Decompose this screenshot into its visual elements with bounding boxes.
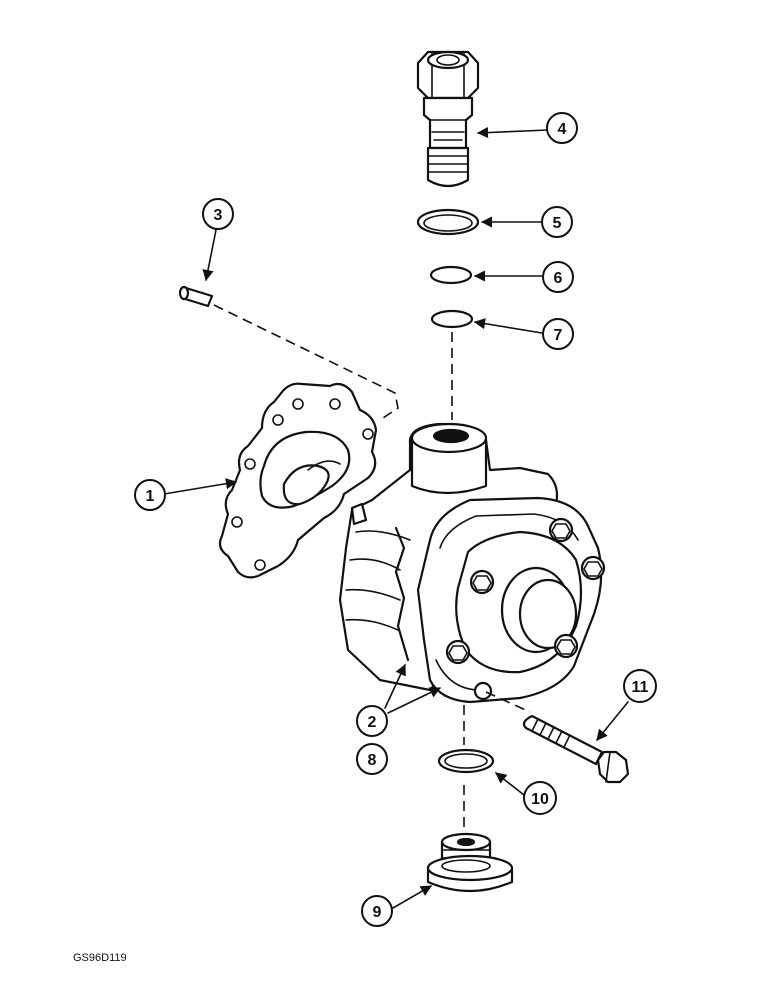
svg-text:1: 1 bbox=[146, 488, 155, 505]
backup-ring bbox=[429, 265, 473, 285]
svg-text:3: 3 bbox=[214, 207, 223, 224]
callout-11: 11 bbox=[623, 669, 657, 703]
bolt-alignment-line bbox=[485, 691, 531, 713]
callout-5: 5 bbox=[541, 206, 573, 238]
svg-text:11: 11 bbox=[632, 679, 649, 696]
cover-bolt-heads bbox=[445, 517, 606, 701]
callout-9: 9 bbox=[361, 895, 393, 927]
drain-o-ring bbox=[437, 748, 495, 774]
svg-text:9: 9 bbox=[373, 904, 382, 921]
leader-lines bbox=[163, 126, 629, 909]
hydraulic-pump bbox=[338, 422, 606, 704]
callout-6: 6 bbox=[542, 261, 574, 293]
callout-3: 3 bbox=[202, 198, 234, 230]
pin-alignment-line bbox=[213, 304, 399, 421]
svg-text:2: 2 bbox=[368, 714, 377, 731]
svg-text:7: 7 bbox=[554, 327, 563, 344]
dowel-pin bbox=[178, 285, 214, 308]
callout-8: 8 bbox=[356, 743, 388, 775]
svg-text:8: 8 bbox=[368, 752, 377, 769]
cap-screw bbox=[522, 714, 630, 784]
callout-1: 1 bbox=[134, 479, 166, 511]
svg-text:4: 4 bbox=[558, 121, 567, 138]
o-ring-small bbox=[430, 309, 474, 329]
relief-valve-cartridge bbox=[416, 50, 480, 188]
svg-text:6: 6 bbox=[554, 270, 563, 287]
callout-10: 10 bbox=[523, 781, 557, 815]
gasket bbox=[218, 382, 378, 579]
svg-text:10: 10 bbox=[531, 791, 549, 808]
figure-code: GS96D119 bbox=[73, 952, 127, 964]
callout-7: 7 bbox=[542, 318, 574, 350]
svg-text:5: 5 bbox=[553, 215, 562, 232]
o-ring-large bbox=[416, 208, 480, 236]
drain-plug bbox=[426, 832, 514, 893]
callout-4: 4 bbox=[546, 112, 578, 144]
callout-2: 2 bbox=[356, 705, 388, 737]
